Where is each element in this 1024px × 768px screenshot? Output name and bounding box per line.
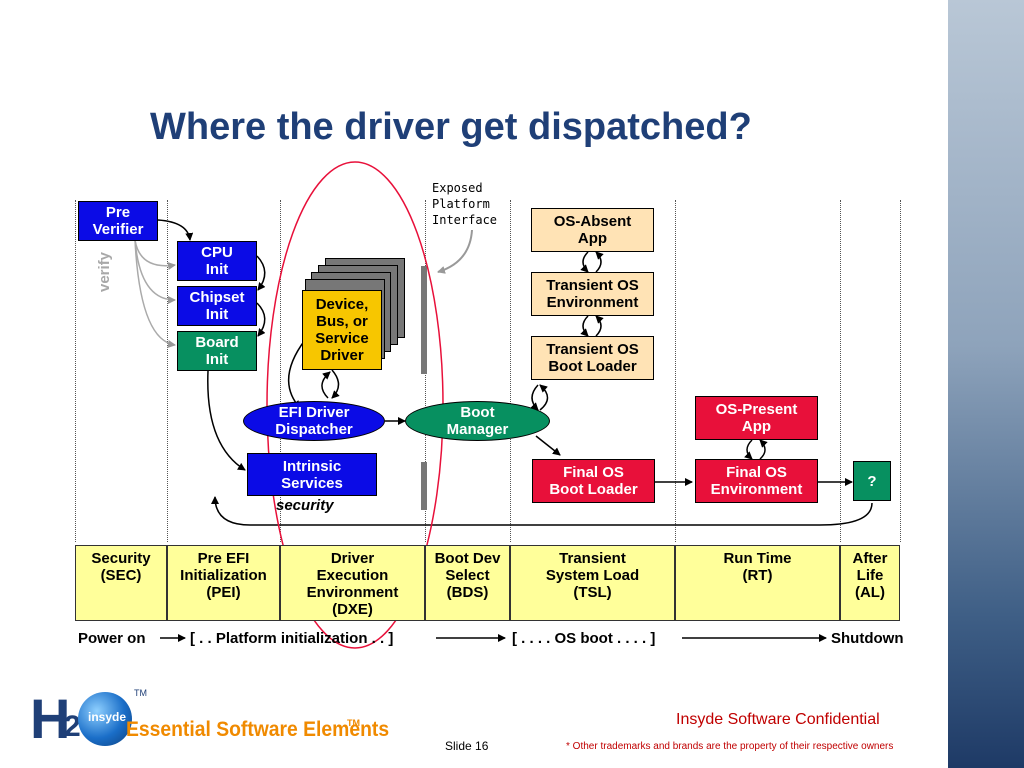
phase-divider bbox=[75, 200, 76, 542]
arrow-device-loop bbox=[331, 369, 340, 399]
arrow-cpu-chipset bbox=[256, 255, 266, 291]
arrow-chipset-board bbox=[256, 302, 266, 337]
arrow-tsenv-down bbox=[580, 315, 589, 337]
os-boot-label: [ . . . . OS boot . . . . ] bbox=[512, 630, 656, 647]
logo-tm-small: TM bbox=[134, 688, 147, 698]
arrow-dispatcher-device bbox=[321, 371, 331, 399]
interface-bar-top bbox=[421, 266, 427, 374]
chipset-init-box: Chipset Init bbox=[177, 286, 257, 326]
pre-verifier-box: Pre Verifier bbox=[78, 201, 158, 241]
cpu-init-box: CPU Init bbox=[177, 241, 257, 281]
shutdown-label: Shutdown bbox=[831, 630, 904, 647]
boot-manager: Boot Manager bbox=[405, 401, 550, 441]
arrow-ospresent-down bbox=[744, 439, 753, 460]
phase-al: After Life (AL) bbox=[840, 545, 900, 621]
transient-os-environment-box: Transient OS Environment bbox=[531, 272, 654, 316]
board-init-box: Board Init bbox=[177, 331, 257, 371]
exposed-interface-annotation: Exposed Platform Interface bbox=[432, 181, 498, 227]
logo-tagline: Essential Software Elements bbox=[126, 718, 390, 741]
logo-2-digit: 2 bbox=[64, 710, 81, 743]
logo-badge: insyde bbox=[88, 710, 127, 724]
after-life-unknown-box: ? bbox=[853, 461, 891, 501]
phase-dxe: Driver Execution Environment (DXE) bbox=[280, 545, 425, 621]
os-present-app-box: OS-Present App bbox=[695, 396, 818, 440]
phase-divider bbox=[167, 200, 168, 542]
phase-divider bbox=[840, 200, 841, 542]
phase-divider bbox=[900, 200, 901, 542]
connector-lines bbox=[134, 161, 873, 649]
phase-divider bbox=[675, 200, 676, 542]
verify-label: verify bbox=[96, 251, 113, 292]
phase-pei: Pre EFI Initialization (PEI) bbox=[167, 545, 280, 621]
arrow-osabsent-up bbox=[595, 251, 604, 273]
sidebar-gradient bbox=[948, 0, 1024, 768]
phase-divider bbox=[510, 200, 511, 542]
intrinsic-services-box: Intrinsic Services bbox=[247, 453, 377, 496]
phase-sec: Security (SEC) bbox=[75, 545, 167, 621]
arrow-preverifier-cpu bbox=[157, 219, 194, 241]
confidential-notice: Insyde Software Confidential bbox=[676, 711, 880, 728]
interface-bar-bottom bbox=[421, 462, 427, 510]
slide-number: Slide 16 bbox=[445, 739, 489, 753]
arrow-tsl-bootmgr bbox=[530, 384, 539, 411]
h2o-logo: H 2 insyde TM Essential Software Element… bbox=[30, 687, 389, 750]
slide-title: Where the driver get dispatched? bbox=[150, 106, 752, 148]
arrow-ospresent-up bbox=[759, 439, 768, 460]
annotation-pointer bbox=[437, 229, 473, 274]
logo-h-letter: H bbox=[30, 687, 71, 750]
final-os-boot-loader-box: Final OS Boot Loader bbox=[532, 459, 655, 503]
arrow-al-return bbox=[211, 496, 873, 526]
power-on-label: Power on bbox=[78, 630, 146, 647]
security-label: security bbox=[276, 497, 334, 514]
phase-rt: Run Time (RT) bbox=[675, 545, 840, 621]
phase-divider bbox=[280, 200, 281, 542]
efi-driver-dispatcher: EFI Driver Dispatcher bbox=[243, 401, 385, 441]
phase-tsl: Transient System Load (TSL) bbox=[510, 545, 675, 621]
verify-arrows bbox=[134, 239, 176, 348]
transient-os-boot-loader-box: Transient OS Boot Loader bbox=[531, 336, 654, 380]
os-absent-app-box: OS-Absent App bbox=[531, 208, 654, 252]
arrow-osabsent-down bbox=[580, 251, 589, 273]
trademark-note: * Other trademarks and brands are the pr… bbox=[566, 741, 894, 752]
logo-globe-icon bbox=[78, 692, 132, 746]
arrow-tsenv-up bbox=[595, 315, 604, 337]
device-driver-box: Device, Bus, or Service Driver bbox=[302, 290, 382, 370]
logo-tm: TM bbox=[347, 718, 360, 728]
phase-bds: Boot Dev Select (BDS) bbox=[425, 545, 510, 621]
arrow-bootmgr-finalloader bbox=[535, 435, 561, 456]
final-os-environment-box: Final OS Environment bbox=[695, 459, 818, 503]
arrow-bootmgr-tsl bbox=[539, 384, 549, 411]
platform-init-label: [ . . Platform initialization . . ] bbox=[190, 630, 394, 647]
arrow-board-intrinsic bbox=[207, 370, 246, 471]
